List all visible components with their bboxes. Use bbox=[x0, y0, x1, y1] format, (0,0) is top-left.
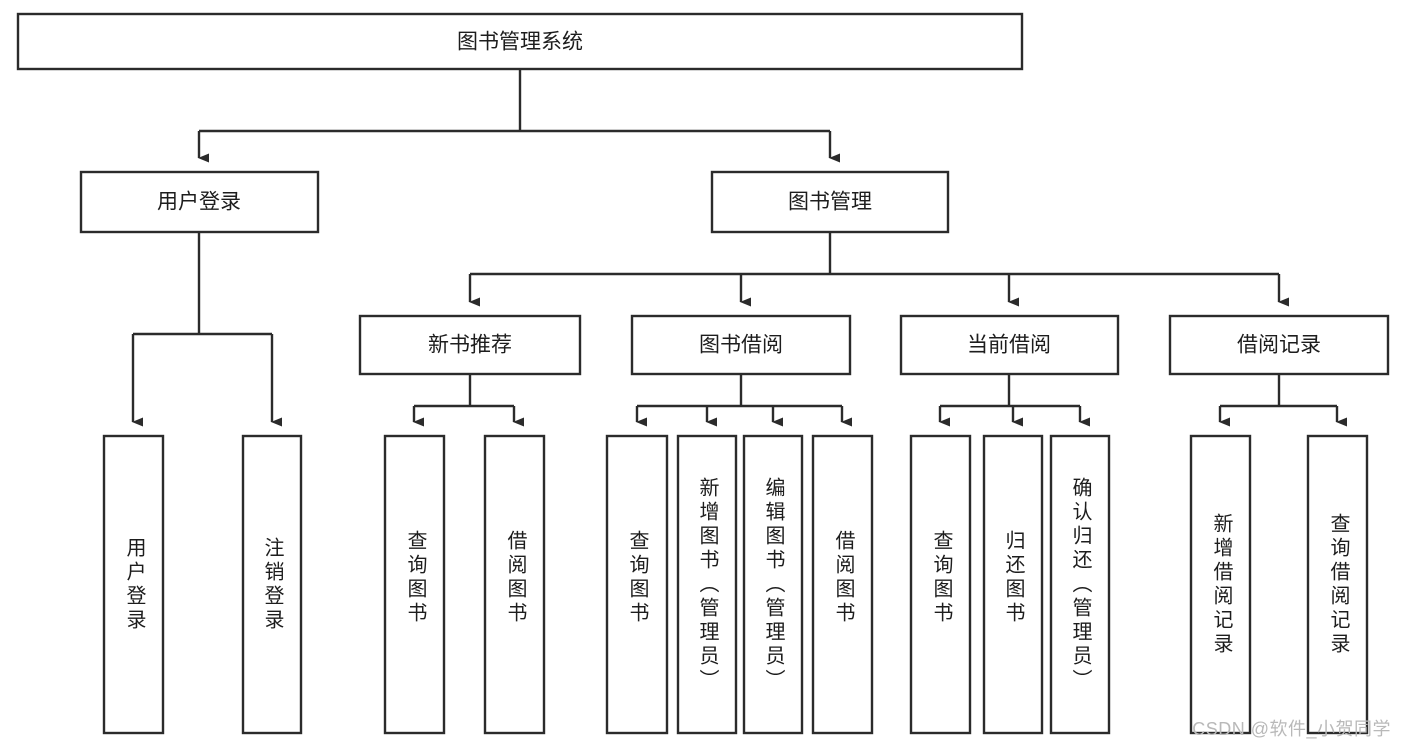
node-leaf-return-book-label: 归还图书 bbox=[1002, 530, 1025, 626]
node-book-borrow[interactable]: 图书借阅 bbox=[630, 314, 852, 376]
node-leaf-return-book[interactable]: 归还图书 bbox=[982, 434, 1044, 735]
node-leaf-borrow-book-rec-label: 借阅图书 bbox=[504, 530, 527, 626]
node-user-login-label: 用户登录 bbox=[157, 191, 241, 214]
node-leaf-borrow-book-box[interactable] bbox=[811, 434, 874, 735]
node-new-book-rec[interactable]: 新书推荐 bbox=[358, 314, 582, 376]
node-leaf-query-book-current[interactable]: 查询图书 bbox=[909, 434, 972, 735]
node-leaf-edit-book-box[interactable] bbox=[742, 434, 804, 735]
node-user-login[interactable]: 用户登录 bbox=[79, 170, 320, 234]
node-leaf-query-book-current-label: 查询图书 bbox=[930, 530, 953, 626]
node-leaf-query-book-borrow-box[interactable] bbox=[605, 434, 669, 735]
node-borrow-record[interactable]: 借阅记录 bbox=[1168, 314, 1390, 376]
node-leaf-return-book-box[interactable] bbox=[982, 434, 1044, 735]
node-leaf-user-login-label: 用户登录 bbox=[123, 537, 146, 633]
node-leaf-logout[interactable]: 注销登录 bbox=[241, 434, 303, 735]
node-leaf-query-book-current-box[interactable] bbox=[909, 434, 972, 735]
node-leaf-user-login[interactable]: 用户登录 bbox=[102, 434, 165, 735]
node-leaf-query-record-box[interactable] bbox=[1306, 434, 1369, 735]
node-book-manage-label: 图书管理 bbox=[788, 191, 872, 214]
node-leaf-confirm-return-box[interactable] bbox=[1049, 434, 1111, 735]
node-leaf-add-book[interactable]: 新增图书（管理员） bbox=[676, 434, 738, 735]
connector-group-new-book-rec-to-leaves bbox=[412, 374, 524, 427]
connector-group-book-borrow-to-leaves bbox=[635, 374, 852, 427]
node-book-borrow-label: 图书借阅 bbox=[699, 334, 783, 357]
node-borrow-record-label: 借阅记录 bbox=[1237, 334, 1321, 357]
node-leaf-borrow-book-rec-box[interactable] bbox=[483, 434, 546, 735]
node-book-manage-box[interactable] bbox=[710, 170, 950, 234]
node-new-book-rec-box[interactable] bbox=[358, 314, 582, 376]
node-leaf-user-login-box[interactable] bbox=[102, 434, 165, 735]
node-leaf-add-record-label: 新增借阅记录 bbox=[1210, 513, 1233, 657]
node-leaf-query-book-borrow[interactable]: 查询图书 bbox=[605, 434, 669, 735]
node-current-borrow[interactable]: 当前借阅 bbox=[899, 314, 1120, 376]
node-leaf-add-book-box[interactable] bbox=[676, 434, 738, 735]
node-leaf-logout-box[interactable] bbox=[241, 434, 303, 735]
connector-group-book-manage-to-level3 bbox=[468, 232, 1289, 307]
node-leaf-logout-label: 注销登录 bbox=[261, 537, 284, 633]
node-leaf-query-record[interactable]: 查询借阅记录 bbox=[1306, 434, 1369, 735]
node-root-label: 图书管理系统 bbox=[457, 31, 583, 54]
node-root-box[interactable] bbox=[16, 12, 1024, 71]
node-leaf-query-book-rec[interactable]: 查询图书 bbox=[383, 434, 446, 735]
node-book-manage[interactable]: 图书管理 bbox=[710, 170, 950, 234]
node-book-borrow-box[interactable] bbox=[630, 314, 852, 376]
node-borrow-record-box[interactable] bbox=[1168, 314, 1390, 376]
node-leaf-query-book-rec-label: 查询图书 bbox=[404, 530, 427, 626]
connector-group-current-borrow-to-leaves bbox=[938, 374, 1090, 427]
node-leaf-borrow-book-rec[interactable]: 借阅图书 bbox=[483, 434, 546, 735]
connector-group-root-to-level2 bbox=[197, 69, 840, 163]
node-leaf-edit-book[interactable]: 编辑图书（管理员） bbox=[742, 434, 804, 735]
connector-group-user-login-to-leaves bbox=[131, 232, 282, 427]
node-leaf-confirm-return[interactable]: 确认归还（管理员） bbox=[1049, 434, 1111, 735]
node-leaf-query-record-label: 查询借阅记录 bbox=[1327, 513, 1350, 657]
node-current-borrow-box[interactable] bbox=[899, 314, 1120, 376]
node-root[interactable]: 图书管理系统 bbox=[16, 12, 1024, 71]
node-leaf-borrow-book[interactable]: 借阅图书 bbox=[811, 434, 874, 735]
node-leaf-confirm-return-label: 确认归还（管理员） bbox=[1069, 477, 1092, 693]
node-leaf-add-book-label: 新增图书（管理员） bbox=[696, 477, 719, 693]
node-leaf-query-book-rec-box[interactable] bbox=[383, 434, 446, 735]
csdn-watermark: CSDN @软件_小贺同学 bbox=[1192, 719, 1391, 739]
node-leaf-add-record[interactable]: 新增借阅记录 bbox=[1189, 434, 1252, 735]
node-new-book-rec-label: 新书推荐 bbox=[428, 334, 512, 357]
node-leaf-query-book-borrow-label: 查询图书 bbox=[626, 530, 649, 626]
node-user-login-box[interactable] bbox=[79, 170, 320, 234]
node-leaf-borrow-book-label: 借阅图书 bbox=[832, 530, 855, 626]
node-leaf-add-record-box[interactable] bbox=[1189, 434, 1252, 735]
connector-group-borrow-record-to-leaves bbox=[1218, 374, 1347, 427]
node-current-borrow-label: 当前借阅 bbox=[967, 334, 1051, 357]
node-leaf-edit-book-label: 编辑图书（管理员） bbox=[762, 477, 785, 693]
